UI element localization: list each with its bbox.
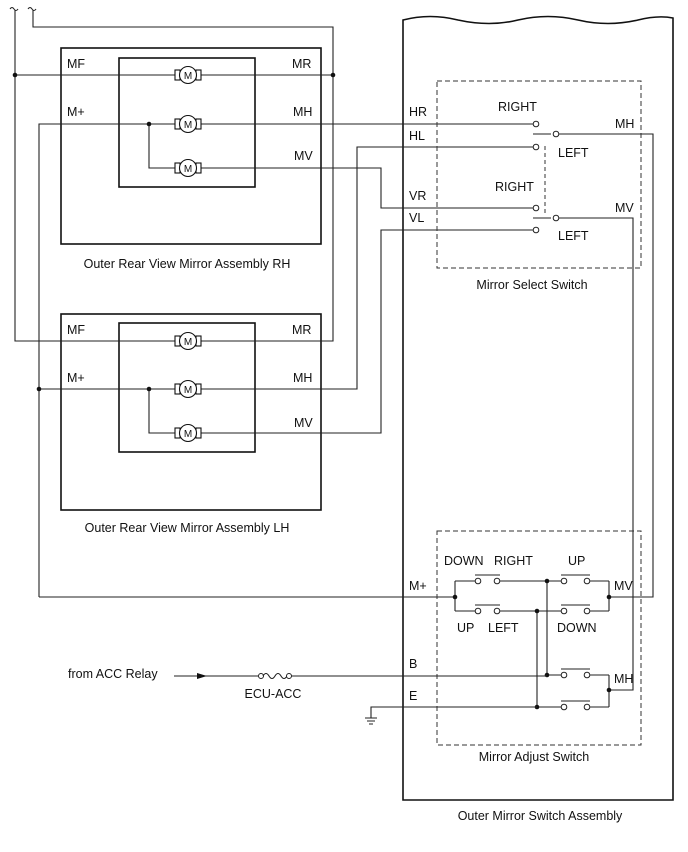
- motor-lh-mirror-fold: M: [174, 331, 202, 351]
- motor-label: M: [184, 71, 192, 82]
- select-switch-contacts: [532, 120, 654, 691]
- select-left-1: LEFT: [558, 146, 589, 160]
- motor-label: M: [184, 429, 192, 440]
- motor-lh-vertical: M: [174, 423, 202, 443]
- mh-mv-wiring: [201, 123, 533, 434]
- pin-mplus: M+: [409, 579, 427, 593]
- select-out-mh: MH: [615, 117, 634, 131]
- select-right-2: RIGHT: [495, 180, 534, 194]
- motor-label: M: [184, 164, 192, 175]
- mirror-rh-outline: [60, 47, 322, 245]
- mirror-rh-title: Outer Rear View Mirror Assembly RH: [84, 257, 291, 271]
- mirror-rh-pin-mr: MR: [292, 57, 311, 71]
- mirror-rh-pin-mv: MV: [294, 149, 313, 163]
- select-switch-title: Mirror Select Switch: [476, 278, 587, 292]
- mirror-lh-pin-mf: MF: [67, 323, 85, 337]
- mf-mr-wiring: [12, 10, 336, 342]
- adjust-switch-outline: [436, 530, 642, 746]
- adjust-down-bottom: DOWN: [557, 621, 597, 635]
- adjust-out-mh: MH: [614, 672, 633, 686]
- adjust-out-mv: MV: [614, 579, 633, 593]
- motor-label: M: [184, 337, 192, 348]
- adjust-right-top: RIGHT: [494, 554, 533, 568]
- mirror-lh-outline: [60, 313, 322, 511]
- pin-vr: VR: [409, 189, 426, 203]
- mirror-rh-motor-group: [118, 57, 256, 188]
- mirror-rh-pin-mh: MH: [293, 105, 312, 119]
- select-right-1: RIGHT: [498, 100, 537, 114]
- pin-hr: HR: [409, 105, 427, 119]
- adjust-switch-title: Mirror Adjust Switch: [479, 750, 589, 764]
- pin-vl: VL: [409, 211, 424, 225]
- select-left-2: LEFT: [558, 229, 589, 243]
- pin-hl: HL: [409, 129, 425, 143]
- ground-icon: [365, 706, 537, 725]
- adjust-down-top: DOWN: [444, 554, 484, 568]
- select-switch-outline: [436, 80, 642, 269]
- adjust-up-top: UP: [568, 554, 585, 568]
- fuse-label: ECU-ACC: [245, 687, 302, 701]
- pin-b: B: [409, 657, 417, 671]
- motor-rh-vertical: M: [174, 158, 202, 178]
- adjust-left-bottom: LEFT: [488, 621, 519, 635]
- mirror-lh-title: Outer Rear View Mirror Assembly LH: [85, 521, 290, 535]
- motor-rh-horizontal: M: [174, 114, 202, 134]
- mirror-lh-pin-mr: MR: [292, 323, 311, 337]
- mirror-lh-pin-mplus: M+: [67, 371, 85, 385]
- supply-from-acc-relay: from ACC Relay: [68, 667, 158, 681]
- mirror-rh-pin-mplus: M+: [67, 105, 85, 119]
- motor-label: M: [184, 120, 192, 131]
- adjust-up-bottom: UP: [457, 621, 474, 635]
- mirror-lh-motor-group: [118, 322, 256, 453]
- mirror-lh-pin-mh: MH: [293, 371, 312, 385]
- wire-break-symbol: [9, 6, 37, 12]
- mirror-rh-pin-mf: MF: [67, 57, 85, 71]
- supply-wiring: [174, 673, 547, 679]
- mirror-lh-pin-mv: MV: [294, 416, 313, 430]
- switch-assembly-title: Outer Mirror Switch Assembly: [458, 809, 623, 823]
- motor-rh-mirror-fold: M: [174, 65, 202, 85]
- select-out-mv: MV: [615, 201, 634, 215]
- motor-label: M: [184, 385, 192, 396]
- pin-e: E: [409, 689, 417, 703]
- mplus-wiring: [36, 121, 455, 598]
- adjust-switch-contacts: [452, 574, 612, 711]
- switch-assembly-outline: [402, 15, 674, 801]
- motor-lh-horizontal: M: [174, 379, 202, 399]
- fuse-icon: [258, 672, 292, 680]
